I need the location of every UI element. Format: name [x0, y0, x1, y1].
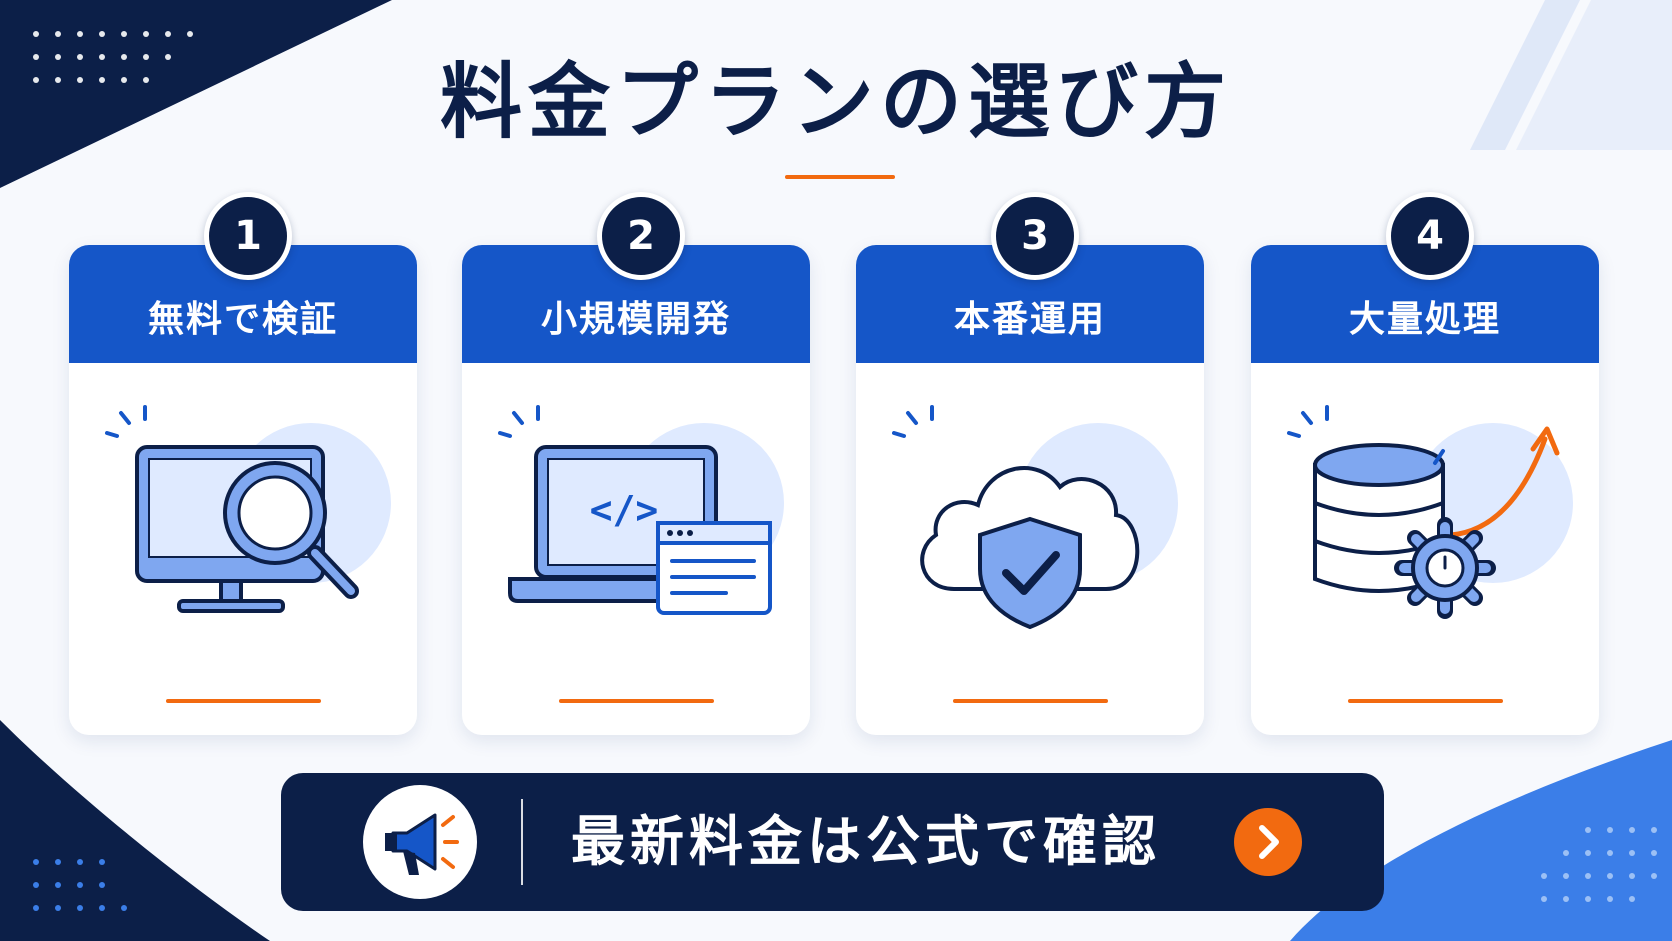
- step-badge-2: 2: [597, 192, 685, 280]
- page-title: 料金プランの選び方: [439, 55, 1232, 150]
- step-card-header: 小規模開発: [462, 245, 810, 363]
- step-card-label: 無料で検証: [147, 299, 338, 340]
- step-card-label: 本番運用: [953, 299, 1106, 340]
- step-card-2: 小規模開発 </>: [462, 245, 810, 735]
- title-underline: [785, 175, 895, 179]
- megaphone-icon: [363, 785, 477, 899]
- chevron-right-icon[interactable]: [1234, 808, 1302, 876]
- monitor-magnifier-icon: [105, 405, 391, 613]
- step-card-label: 小規模開発: [540, 299, 731, 340]
- official-pricing-cta-button[interactable]: 最新料金は公式で確認: [281, 773, 1384, 911]
- step-card-4: 大量処理: [1251, 245, 1599, 735]
- step-badge-4: 4: [1386, 192, 1474, 280]
- cta-label: 最新料金は公式で確認: [571, 810, 1161, 873]
- step-badge-1: 1: [204, 192, 292, 280]
- cloud-shield-icon: [892, 405, 1178, 630]
- svg-text:</>: </>: [590, 488, 659, 532]
- database-gear-growth-icon: [1287, 405, 1573, 619]
- step-card-label: 大量処理: [1348, 299, 1501, 340]
- step-card-3: 本番運用: [856, 245, 1204, 735]
- card-underline: [953, 699, 1108, 703]
- step-card-1: 無料で検証: [69, 245, 417, 735]
- step-badge-3: 3: [991, 192, 1079, 280]
- laptop-code-icon: </>: [498, 405, 784, 615]
- card-underline: [559, 699, 714, 703]
- card-underline: [1348, 699, 1503, 703]
- cta-divider: [521, 799, 523, 885]
- card-underline: [166, 699, 321, 703]
